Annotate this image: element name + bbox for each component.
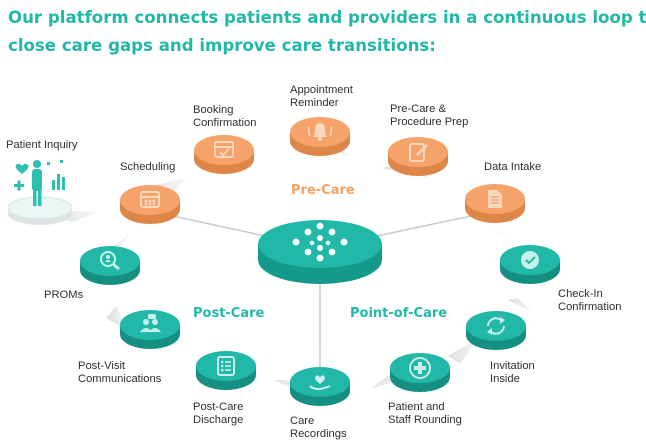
label-booking-confirmation: Booking Confirmation	[193, 104, 257, 129]
label-proms: PROMs	[44, 289, 84, 301]
label-care-recordings: Care Recordings	[290, 415, 347, 440]
node-data-intake[interactable]	[465, 184, 525, 223]
label-data-intake: Data Intake	[484, 161, 542, 173]
check-circle-icon	[521, 251, 539, 269]
headline-line-2: close care gaps and improve care transit…	[8, 36, 436, 55]
phase-point-of-care: Point-of-Care	[350, 306, 448, 321]
refresh-cycle-icon	[487, 317, 505, 335]
label-appointment-reminder: Appointment Reminder	[290, 84, 353, 109]
label-patient-inquiry: Patient Inquiry	[6, 139, 78, 151]
headline: Our platform connects patients and provi…	[8, 4, 646, 60]
node-proms[interactable]	[80, 246, 140, 285]
chat-users-icon	[140, 314, 161, 332]
platform-hub[interactable]	[258, 220, 382, 284]
node-pre-care-prep[interactable]	[388, 137, 448, 176]
checklist-icon	[217, 356, 235, 376]
phase-pre-care: Pre-Care	[291, 183, 355, 198]
node-appointment-reminder[interactable]	[290, 117, 350, 156]
heart-hand-icon	[309, 375, 331, 390]
edit-document-icon	[409, 143, 428, 162]
node-check-in[interactable]	[500, 245, 560, 284]
calendar-check-icon	[214, 141, 234, 158]
document-icon	[488, 190, 502, 208]
medical-cross-icon	[409, 357, 431, 379]
node-patient-rounding[interactable]	[390, 353, 450, 392]
node-booking-confirmation[interactable]	[194, 135, 254, 174]
label-check-in-confirmation: Check-In Confirmation	[558, 288, 622, 313]
patient-hologram-icon	[14, 160, 65, 206]
phase-post-care: Post-Care	[193, 306, 265, 321]
label-scheduling: Scheduling	[120, 161, 176, 173]
node-scheduling[interactable]	[120, 185, 180, 224]
label-invitation-inside: Invitation Inside	[490, 360, 535, 385]
search-person-icon	[100, 251, 120, 271]
headline-line-1: Our platform connects patients and provi…	[8, 8, 646, 27]
label-post-visit-communications: Post-Visit Communications	[78, 360, 162, 385]
label-pre-care-prep: Pre-Care & Procedure Prep	[390, 103, 469, 128]
patient-inquiry-node[interactable]	[7, 160, 73, 225]
node-care-recordings[interactable]	[290, 367, 350, 406]
calendar-grid-icon	[140, 191, 160, 208]
label-patient-staff-rounding: Patient and Staff Rounding	[388, 401, 462, 426]
label-post-care-discharge: Post-Care Discharge	[193, 401, 244, 426]
bell-icon	[307, 123, 333, 141]
node-invitation-inside[interactable]	[466, 311, 526, 350]
node-post-visit-comms[interactable]	[120, 310, 180, 349]
node-post-care-discharge[interactable]	[196, 351, 256, 390]
platform-logo-icon	[292, 222, 348, 262]
